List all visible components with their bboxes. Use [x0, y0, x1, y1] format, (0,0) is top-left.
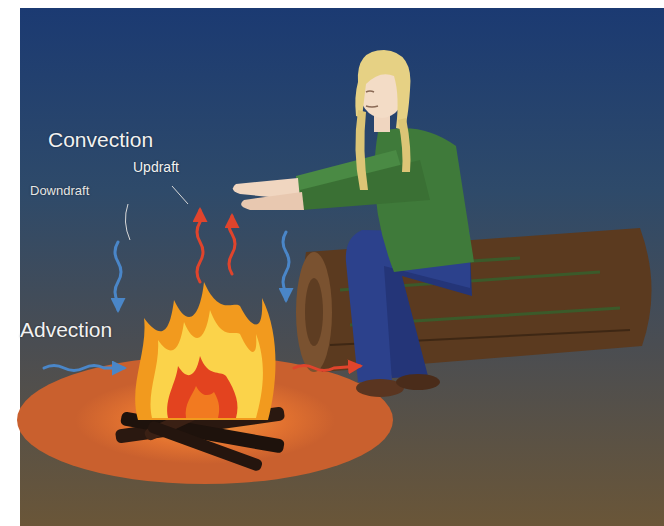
leader-line [172, 186, 188, 204]
braid [398, 118, 411, 172]
flames [135, 282, 275, 420]
updraft-arrow [197, 210, 203, 282]
fire-log [147, 420, 264, 472]
heat-arrows [44, 210, 360, 371]
shoe [396, 374, 440, 390]
scene-label: Advection [20, 318, 112, 341]
braid [355, 110, 368, 190]
scene-label: Convection [48, 128, 153, 151]
girl-figure [233, 50, 474, 397]
flame-inner [150, 310, 262, 418]
face-features [366, 91, 378, 107]
updraft-arrow [229, 216, 235, 274]
downdraft-arrow [283, 232, 289, 300]
scene-label: Updraft [133, 160, 179, 175]
flame-outer [135, 282, 275, 420]
hand [241, 192, 304, 210]
scene-label: Downdraft [30, 184, 89, 198]
advection-arrow [294, 366, 360, 371]
flame-core [167, 356, 237, 418]
log-ring [305, 278, 323, 346]
advection-arrow [44, 366, 124, 371]
flame-core [186, 386, 220, 418]
downdraft-arrow [115, 242, 121, 310]
log-end [296, 252, 332, 372]
leader-line [125, 204, 130, 240]
